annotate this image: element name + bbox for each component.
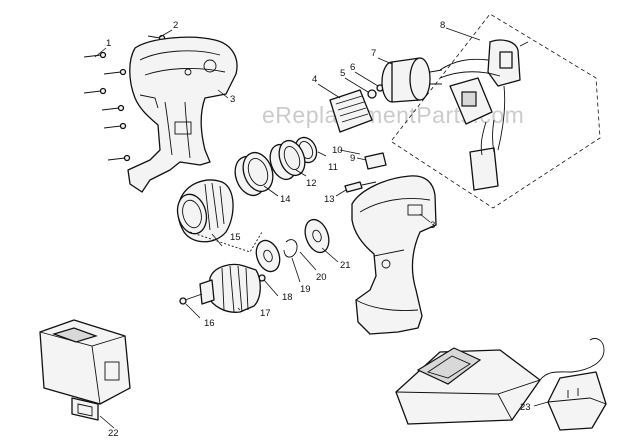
clutch-collar	[176, 179, 263, 253]
callout-15: 15	[230, 232, 241, 243]
leader-lines	[94, 27, 549, 429]
callout-14: 14	[280, 194, 291, 205]
callout-12: 12	[306, 178, 317, 189]
callout-23: 23	[520, 402, 531, 413]
callout-16: 16	[204, 318, 215, 329]
charger	[395, 338, 607, 431]
chuck-screw	[179, 293, 203, 305]
callout-2: 2	[173, 20, 178, 31]
callout-9: 9	[350, 153, 355, 164]
callout-20: 20	[316, 272, 327, 283]
callout-22: 22	[108, 428, 119, 439]
gear-ring	[269, 139, 306, 181]
callout-17: 17	[260, 308, 271, 319]
motor-assembly	[329, 57, 443, 133]
callout-10: 10	[332, 145, 343, 156]
chuck	[199, 263, 261, 313]
callout-4: 4	[312, 74, 317, 85]
callout-8: 8	[440, 20, 445, 31]
housing-half-right	[351, 175, 437, 335]
callout-19: 19	[300, 284, 311, 295]
switch-assembly	[391, 13, 601, 209]
chuck-parts	[255, 218, 330, 282]
callout-6: 6	[350, 62, 355, 73]
screws	[83, 34, 166, 162]
bit-holder	[344, 181, 377, 193]
callout-18: 18	[282, 292, 293, 303]
callout-1: 1	[106, 38, 111, 49]
callout-labels: 1 2 3 3 4 5 6 7 8 9 10 11 12 13 14 15 16…	[106, 20, 531, 439]
callout-7: 7	[371, 48, 376, 59]
ring-gear	[234, 151, 274, 197]
housing-half-left	[127, 36, 238, 193]
callout-13: 13	[324, 194, 335, 205]
callout-3-left-housing: 3	[230, 94, 235, 105]
callout-11: 11	[328, 162, 338, 173]
battery-pack	[39, 319, 131, 421]
callout-21: 21	[340, 260, 351, 271]
callout-3-right-housing: 3	[430, 220, 435, 231]
callout-5: 5	[340, 68, 345, 79]
